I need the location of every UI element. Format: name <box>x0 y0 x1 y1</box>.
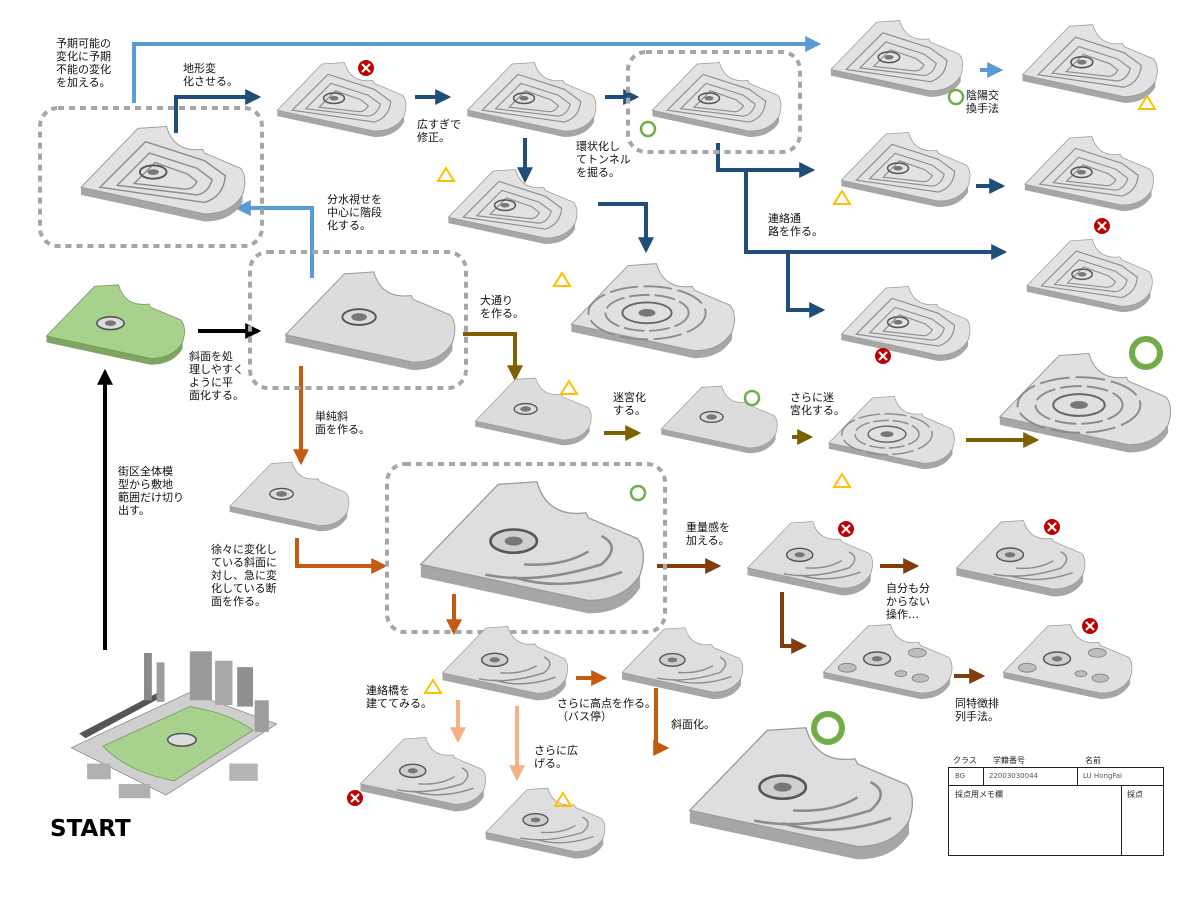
ok-mark-icon <box>552 271 572 287</box>
model-node-corrected <box>466 61 597 138</box>
model-node-bridge <box>441 625 569 702</box>
label-weight: 重量感を 加える。 <box>686 521 730 547</box>
model-node-section <box>419 480 645 615</box>
bad-mark-icon <box>1082 618 1098 634</box>
label-yinyang: 陰陽交 換手法 <box>966 89 999 115</box>
flow-arrow-olive <box>463 332 523 382</box>
label-unpredictable: 予期可能の 変化に予期 不能の変化 を加える。 <box>56 37 111 89</box>
model-node-connect-2 <box>840 285 971 362</box>
model-node-terrain-1 <box>276 61 407 138</box>
model-node-weight-2 <box>955 519 1086 598</box>
flow-arrow-navy <box>744 170 1008 260</box>
highlight-frame-flat-base <box>248 250 468 390</box>
flow-arrow-navy <box>786 252 826 318</box>
bad-mark-icon <box>838 521 854 537</box>
grading-sheet: クラス 学籍番号 名前 BG 22003030044 LU HongFai 採点… <box>948 756 1164 856</box>
label-ring-tunnel: 環状化し てトンネル を掘る。 <box>576 140 631 179</box>
bad-mark-icon <box>358 60 374 76</box>
label-avenue: 大通り を作る。 <box>480 294 524 320</box>
label-slope-up: 斜面化。 <box>671 718 715 731</box>
sheet-score-label: 採点 <box>1127 790 1143 799</box>
model-node-ring-right-2 <box>1024 135 1155 212</box>
model-node-widen <box>485 787 606 860</box>
sheet-memo-label: 採点用メモ欄 <box>955 790 1003 799</box>
label-flatten: 斜面を処 理しやすく ように平 面化する。 <box>189 350 244 402</box>
model-node-maze-2 <box>828 395 956 470</box>
model-node-bridge-bad <box>359 736 487 813</box>
ok-mark-icon <box>1137 94 1157 110</box>
highlight-frames <box>38 50 802 634</box>
model-node-flat-base <box>284 270 456 372</box>
ok-mark-icon <box>832 189 852 205</box>
label-widen: さらに広 げる。 <box>534 744 578 770</box>
model-node-terraced-top <box>80 125 246 223</box>
sheet-class-label: クラス <box>953 756 977 765</box>
label-gradual: 徐々に変化し ている斜面に 対し、急に変 化している断 面を作る。 <box>211 543 277 608</box>
label-simple-slope: 単純斜 面を作る。 <box>315 410 370 436</box>
model-node-unpredict-2 <box>1021 23 1159 104</box>
flow-arrow-orange <box>295 538 388 574</box>
model-node-below-corrected <box>447 168 578 245</box>
model-node-simple-slope <box>229 461 350 532</box>
excellent-mark-icon <box>811 711 845 745</box>
evaluation-marks <box>347 60 1163 807</box>
flow-arrow-light_blue <box>234 200 314 278</box>
model-node-weight-1 <box>746 520 874 597</box>
model-node-unknown-1 <box>822 623 953 700</box>
flow-arrow-navy <box>174 89 262 133</box>
good-mark-icon <box>947 88 965 106</box>
sheet-id-value: 22003030044 <box>989 772 1038 780</box>
highlight-frame-section <box>385 462 667 634</box>
model-node-big-terrace <box>570 262 736 360</box>
bad-mark-icon <box>347 790 363 806</box>
ok-mark-icon <box>553 791 573 807</box>
ok-mark-icon <box>423 678 443 694</box>
label-maze-more: さらに迷 宮化する。 <box>790 391 845 417</box>
model-node-connect-1 <box>1026 238 1154 313</box>
sheet-id-label: 学籍番号 <box>993 756 1025 765</box>
bad-mark-icon <box>875 348 891 364</box>
model-node-unknown-2 <box>1002 623 1133 700</box>
label-maze: 迷宮化 する。 <box>613 391 646 417</box>
ok-mark-icon <box>832 472 852 488</box>
label-same-feature: 同特徴排 列手法。 <box>955 697 999 723</box>
excellent-mark-icon <box>1129 336 1163 370</box>
label-terrain: 地形変 化させる。 <box>183 62 238 88</box>
ok-mark-icon <box>436 166 456 182</box>
sheet-name-value: LU HongFai <box>1083 772 1122 780</box>
highlight-frame-terraced-top <box>38 106 264 248</box>
flow-arrow-brown <box>780 592 808 654</box>
label-too-wide: 広すぎで 修正。 <box>417 118 461 144</box>
model-node-ring-right-1 <box>840 131 971 208</box>
label-high-point: さらに高点を作る。 （バス停） <box>557 697 656 723</box>
flow-arrow-navy <box>598 202 654 254</box>
model-node-highpoint <box>621 626 744 700</box>
highlight-frame-ring <box>626 50 802 154</box>
start-label: START <box>50 816 131 842</box>
good-mark-icon <box>743 389 761 407</box>
bad-mark-icon <box>1044 519 1060 535</box>
sheet-name-label: 名前 <box>1085 756 1101 765</box>
flow-arrow-navy <box>716 143 816 178</box>
good-mark-icon <box>639 120 657 138</box>
flow-arrow-orange <box>653 688 670 756</box>
model-node-green-site <box>45 283 186 366</box>
label-unknown: 自分も分 からない 操作… <box>886 582 930 621</box>
label-extract: 街区全体模 型から敷地 範囲だけ切り 出す。 <box>118 465 184 517</box>
model-node-ring <box>651 61 782 138</box>
sheet-class-value: BG <box>955 772 966 780</box>
model-node-slope-final <box>688 726 914 861</box>
good-mark-icon <box>629 484 647 502</box>
ok-mark-icon <box>559 379 579 395</box>
label-connect: 連絡通 路を作る。 <box>768 212 823 238</box>
label-bridge: 連絡橋を 建ててみる。 <box>366 684 432 710</box>
flow-arrow-light_blue <box>132 36 822 103</box>
connector-arrows <box>97 36 1040 782</box>
model-node-city <box>70 650 278 800</box>
model-node-unpredict-1 <box>830 19 964 98</box>
label-watershed: 分水視せを 中心に階段 化する。 <box>327 193 382 232</box>
bad-mark-icon <box>1094 218 1110 234</box>
sheet-header-row <box>949 768 1163 786</box>
